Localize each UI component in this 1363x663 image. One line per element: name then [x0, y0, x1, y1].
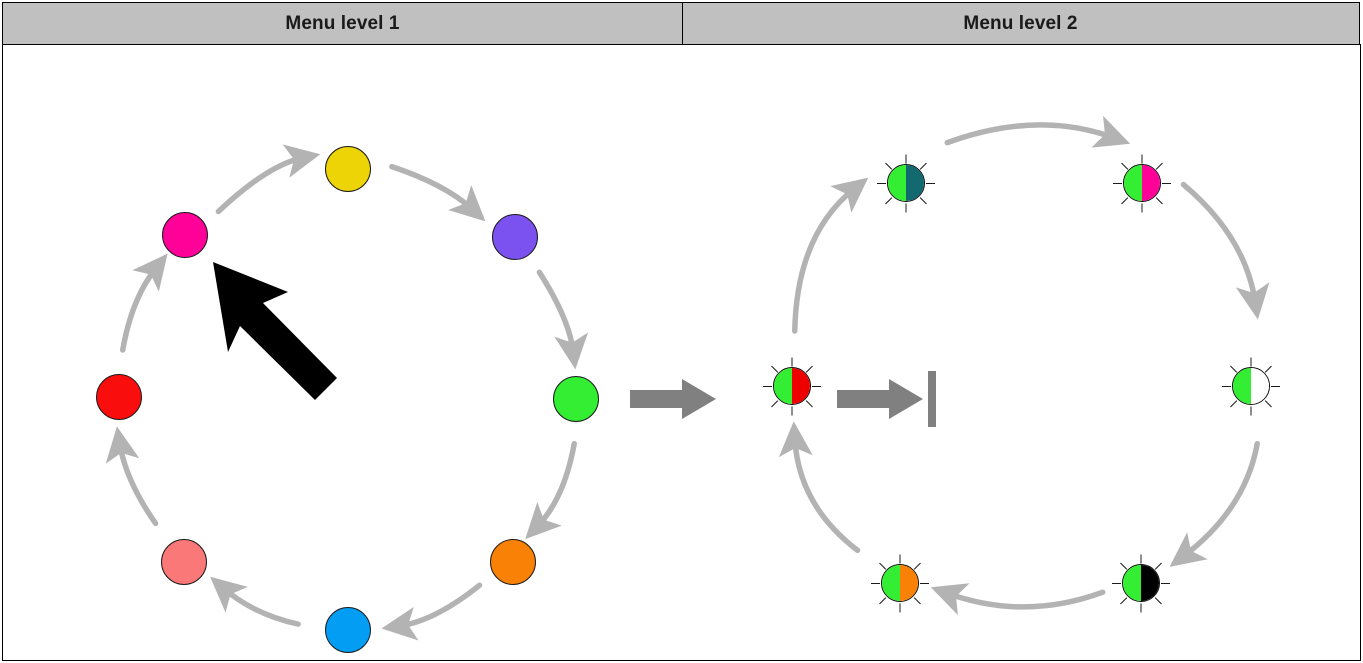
- header-menu-level-2-label: Menu level 2: [963, 13, 1078, 34]
- menu-2-arcs-layer: [778, 115, 1270, 616]
- arc-white-to-black: [1169, 440, 1260, 567]
- menu-1-node-purple[interactable]: [492, 214, 538, 260]
- menu-2-node-green-black[interactable]: [1112, 554, 1170, 613]
- arc-orange-to-blue: [381, 582, 483, 641]
- menu-1-node-magenta[interactable]: [162, 212, 208, 258]
- arc-orange-to-red: [778, 421, 861, 554]
- arc-salmon-to-red: [105, 426, 159, 527]
- panel-menu-level-1: [3, 45, 684, 660]
- panel-menu-level-2: [630, 45, 1362, 660]
- menu-2-node-green-teal[interactable]: [877, 154, 935, 213]
- menu-1-node-blue[interactable]: [325, 607, 371, 653]
- arc-purple-to-green: [536, 269, 589, 370]
- arc-green-to-orange: [525, 440, 577, 540]
- mouse-cursor-arrow: [213, 262, 337, 400]
- header-menu-level-2: Menu level 2: [681, 2, 1360, 46]
- menu-2-node-green-red[interactable]: [763, 357, 821, 416]
- stop-vertical-bar-icon: [928, 371, 936, 427]
- menu-2-node-green-magenta[interactable]: [1113, 154, 1171, 213]
- menu-1-node-green[interactable]: [553, 376, 599, 422]
- header-row: Menu level 1 Menu level 2: [2, 2, 1361, 46]
- arc-magenta-to-yellow: [215, 144, 321, 215]
- menu-1-node-yellow[interactable]: [325, 146, 371, 192]
- header-menu-level-1: Menu level 1: [2, 2, 683, 46]
- arc-red-to-magenta: [119, 253, 168, 353]
- menu-2-node-green-orange[interactable]: [871, 554, 929, 613]
- select-gray-arrow-icon: [837, 379, 923, 419]
- menu-1-node-orange[interactable]: [490, 539, 536, 585]
- menu-1-arcs-layer: [105, 144, 589, 641]
- arc-yellow-to-purple: [389, 163, 486, 222]
- diagram-body: [2, 44, 1361, 661]
- arc-teal-to-magenta: [944, 115, 1131, 148]
- menu-2-node-green-white[interactable]: [1222, 357, 1280, 416]
- header-menu-level-1-label: Menu level 1: [285, 13, 400, 34]
- entry-gray-arrow-icon: [630, 379, 716, 419]
- arc-red-to-teal: [792, 177, 869, 334]
- menu-1-node-red[interactable]: [96, 374, 142, 420]
- arc-black-to-orange: [930, 583, 1106, 616]
- arc-magenta-to-white: [1180, 181, 1270, 320]
- arc-blue-to-salmon: [210, 576, 301, 627]
- menu-1-node-salmon[interactable]: [161, 539, 207, 585]
